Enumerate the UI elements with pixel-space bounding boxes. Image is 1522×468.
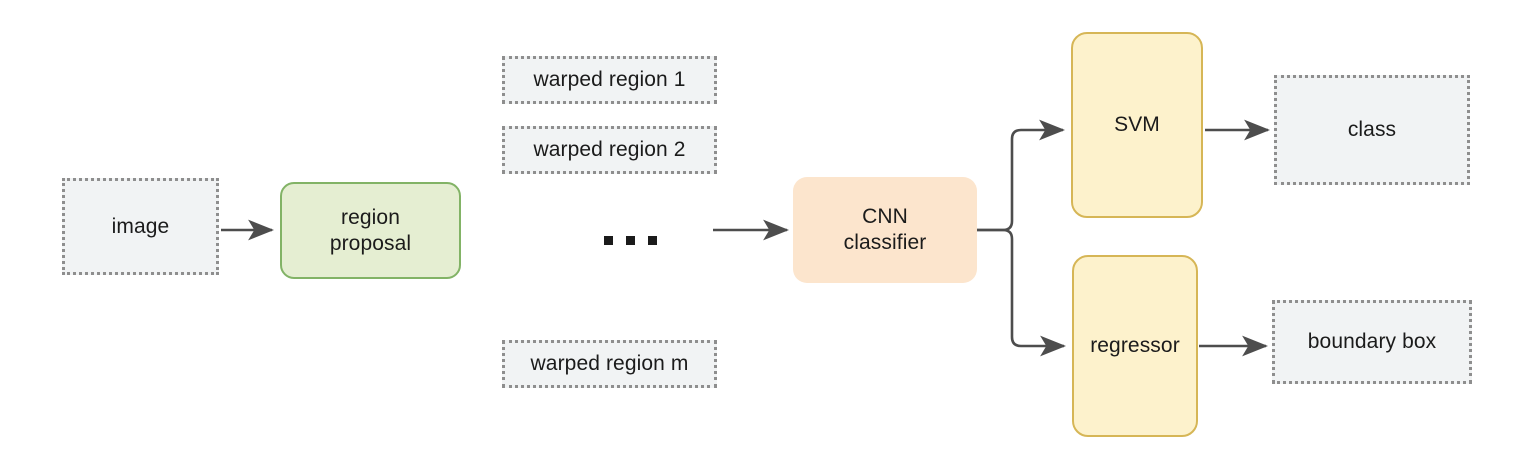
node-warped-region-1-label: warped region 1 [533, 68, 686, 92]
ellipsis-indicator [604, 236, 657, 245]
node-region-proposal[interactable]: region proposal [280, 182, 461, 279]
ellipsis-dot [626, 236, 635, 245]
ellipsis-dot [604, 236, 613, 245]
node-svm[interactable]: SVM [1071, 32, 1203, 218]
node-regressor[interactable]: regressor [1072, 255, 1198, 437]
node-warped-region-2[interactable]: warped region 2 [502, 126, 717, 174]
node-warped-region-m[interactable]: warped region m [502, 340, 717, 388]
node-cnn-classifier-label-line1: CNN [862, 205, 908, 229]
node-class-output-label: class [1347, 118, 1397, 142]
node-boundary-box-output-label: boundary box [1307, 330, 1437, 354]
node-warped-region-m-label: warped region m [530, 352, 689, 376]
node-region-proposal-label-line2: proposal [329, 231, 412, 255]
node-image[interactable]: image [62, 178, 219, 275]
node-svm-label: SVM [1114, 113, 1160, 137]
node-cnn-classifier-label-line2: classifier [843, 231, 927, 254]
node-boundary-box-output[interactable]: boundary box [1272, 300, 1472, 384]
node-cnn-classifier[interactable]: CNN classifier [793, 177, 977, 283]
node-image-label: image [111, 214, 170, 238]
edge-cnn-to-svm [977, 119, 1066, 232]
edge-cnn-to-regressor [977, 228, 1067, 357]
node-warped-region-1[interactable]: warped region 1 [502, 56, 717, 104]
node-warped-region-2-label: warped region 2 [533, 138, 686, 162]
node-class-output[interactable]: class [1274, 75, 1470, 185]
node-regressor-label: regressor [1090, 334, 1180, 358]
ellipsis-dot [648, 236, 657, 245]
node-region-proposal-label-line1: region [341, 205, 400, 229]
